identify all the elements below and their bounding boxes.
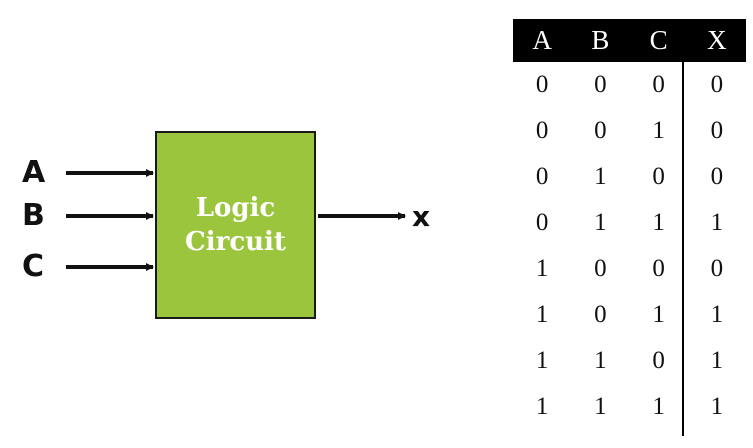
cell: 1 — [710, 301, 724, 328]
cell: 1 — [652, 209, 665, 236]
truth-table-header: A B C X — [513, 19, 746, 62]
input-b-label: B — [22, 198, 45, 233]
cell: 0 — [652, 163, 665, 190]
cell: 1 — [594, 347, 607, 374]
cell: 1 — [535, 255, 549, 282]
cell: 1 — [652, 117, 665, 144]
cell: 0 — [594, 71, 607, 98]
table-row: 0 0 0 0 — [513, 62, 746, 108]
signal-wires — [66, 169, 406, 271]
truth-table: A B C X 0 0 0 0 0 0 1 0 0 1 0 0 0 1 1 1 … — [513, 19, 746, 430]
cell: 1 — [594, 163, 607, 190]
cell: 1 — [535, 301, 549, 328]
cell: 0 — [652, 71, 665, 98]
cell: 0 — [535, 209, 549, 236]
cell: 1 — [710, 347, 724, 374]
cell: 0 — [652, 347, 665, 374]
logic-circuit-diagram: A B C Logic Circuit x — [22, 131, 431, 319]
table-row: 1 1 0 1 — [513, 338, 746, 384]
cell: 1 — [594, 209, 607, 236]
cell: 0 — [535, 71, 549, 98]
table-row: 1 1 1 1 — [513, 384, 746, 430]
cell: 1 — [594, 393, 607, 420]
cell: 0 — [710, 117, 724, 144]
cell: 1 — [535, 347, 549, 374]
header-b: B — [591, 25, 610, 55]
table-row: 0 1 0 0 — [513, 154, 746, 200]
block-label-line1: Logic — [195, 193, 276, 223]
cell: 0 — [710, 255, 724, 282]
input-c-label: C — [22, 249, 45, 284]
cell: 1 — [710, 209, 724, 236]
cell: 0 — [594, 117, 607, 144]
cell: 0 — [710, 163, 724, 190]
table-row: 1 0 1 1 — [513, 292, 746, 338]
output-column-divider — [682, 62, 684, 436]
input-a-label: A — [22, 155, 46, 190]
table-row: 1 0 0 0 — [513, 246, 746, 292]
cell: 0 — [594, 255, 607, 282]
cell: 1 — [710, 393, 724, 420]
cell: 1 — [535, 393, 549, 420]
cell: 1 — [652, 393, 665, 420]
cell: 0 — [535, 163, 549, 190]
output-x-label: x — [412, 200, 431, 233]
cell: 0 — [594, 301, 607, 328]
block-label-line2: Circuit — [185, 227, 286, 257]
cell: 1 — [652, 301, 665, 328]
header-c: C — [649, 25, 668, 55]
cell: 0 — [652, 255, 665, 282]
header-a: A — [532, 25, 552, 55]
header-x: X — [707, 25, 727, 55]
logic-circuit-block: Logic Circuit — [155, 131, 316, 319]
cell: 0 — [710, 71, 724, 98]
cell: 0 — [535, 117, 549, 144]
table-row: 0 1 1 1 — [513, 200, 746, 246]
table-row: 0 0 1 0 — [513, 108, 746, 154]
